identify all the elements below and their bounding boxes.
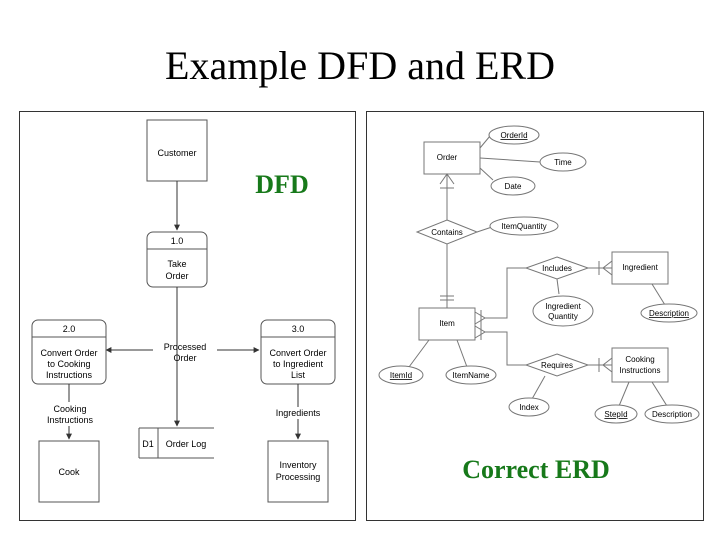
dfd-process-convert-ingredient: 3.0 Convert Order to Ingredient List [260, 319, 336, 385]
dfd-process-convert-ingredient-id: 3.0 [292, 324, 305, 334]
slide-title: Example DFD and ERD [165, 43, 555, 88]
dfd-process-take-order-line2: Order [165, 271, 188, 281]
erd-attr-time: Time [539, 152, 587, 172]
dfd-process-convert-cooking-id: 2.0 [63, 324, 76, 334]
erd-attr-date: Date [490, 176, 536, 196]
svg-text:ItemName: ItemName [453, 371, 490, 380]
erd-attr-index: Index [508, 397, 550, 417]
dfd-cook-label: Cook [58, 467, 80, 477]
erd-attr-item-quantity: ItemQuantity [489, 216, 559, 236]
svg-text:Description: Description [652, 410, 692, 419]
erd-diagram: Order OrderId Time Date Contains ItemQua… [378, 125, 700, 484]
svg-text:Order: Order [173, 353, 196, 363]
erd-entity-item: Item [418, 307, 476, 341]
dfd-process-take-order-id: 1.0 [171, 236, 184, 246]
svg-text:Processed: Processed [164, 342, 207, 352]
svg-text:Cooking: Cooking [625, 355, 654, 364]
dfd-process-convert-cooking: 2.0 Convert Order to Cooking Instruction… [31, 319, 107, 385]
erd-attr-order-id: OrderId [488, 125, 540, 145]
erd-entity-cooking-instructions: Cooking Instructions [611, 347, 669, 383]
svg-text:Instructions: Instructions [620, 366, 661, 375]
erd-rel-contains: Contains [415, 219, 479, 245]
svg-text:Contains: Contains [431, 228, 463, 237]
erd-entity-ingredient: Ingredient [611, 251, 669, 285]
dfd-label: DFD [255, 170, 308, 199]
dfd-process-convert-ingredient-line1: Convert Order [269, 348, 326, 358]
svg-text:Date: Date [505, 182, 522, 191]
erd-attr-description-ingredient: Description [640, 303, 698, 323]
dfd-inventory-line2: Processing [276, 472, 321, 482]
dfd-customer-label: Customer [157, 148, 196, 158]
dfd-datastore-id: D1 [142, 439, 154, 449]
dfd-cook-entity: Cook [38, 440, 100, 503]
svg-text:Index: Index [519, 403, 539, 412]
dfd-processed-order-label: Processed Order [164, 342, 207, 363]
svg-text:Quantity: Quantity [548, 312, 578, 321]
svg-text:Time: Time [554, 158, 572, 167]
erd-label: Correct ERD [462, 455, 610, 484]
dfd-customer-entity: Customer [146, 119, 208, 182]
dfd-inventory-entity: Inventory Processing [267, 440, 329, 503]
svg-text:Order: Order [437, 153, 458, 162]
svg-text:Requires: Requires [541, 361, 573, 370]
dfd-datastore-name: Order Log [166, 439, 207, 449]
svg-text:Ingredients: Ingredients [276, 408, 321, 418]
svg-text:Cooking: Cooking [53, 404, 86, 414]
svg-text:Ingredient: Ingredient [545, 302, 581, 311]
dfd-datastore-order-log: D1 Order Log [138, 427, 214, 459]
dfd-inventory-line1: Inventory [279, 460, 317, 470]
dfd-diagram: Customer 1.0 Take Order Processed Order … [31, 119, 336, 503]
dfd-process-convert-cooking-line3: Instructions [46, 370, 93, 380]
erd-attr-description-cooking: Description [644, 404, 700, 424]
erd-attr-item-id: ItemId [378, 365, 424, 385]
erd-attr-item-name: ItemName [445, 365, 497, 385]
svg-text:ItemQuantity: ItemQuantity [501, 222, 546, 231]
dfd-process-take-order-line1: Take [167, 259, 186, 269]
dfd-process-convert-cooking-line1: Convert Order [40, 348, 97, 358]
erd-rel-includes: Includes [524, 256, 590, 280]
svg-text:Ingredient: Ingredient [622, 263, 658, 272]
svg-text:Includes: Includes [542, 264, 572, 273]
svg-text:Item: Item [439, 319, 455, 328]
svg-text:Instructions: Instructions [47, 415, 94, 425]
svg-text:Description: Description [649, 309, 689, 318]
dfd-process-convert-ingredient-line2: to Ingredient [273, 359, 324, 369]
svg-text:StepId: StepId [604, 410, 627, 419]
erd-entity-order: Order [423, 141, 481, 175]
erd-panel: Order OrderId Time Date Contains ItemQua… [366, 111, 704, 521]
dfd-process-convert-cooking-line2: to Cooking [47, 359, 90, 369]
erd-attr-ingredient-quantity: Ingredient Quantity [532, 295, 594, 327]
dfd-process-take-order: 1.0 Take Order [146, 231, 208, 288]
dfd-ingredients-label: Ingredients [268, 407, 328, 419]
dfd-cooking-instructions-label: Cooking Instructions [40, 402, 100, 426]
svg-text:ItemId: ItemId [390, 371, 412, 380]
erd-attr-step-id: StepId [594, 404, 638, 424]
erd-rel-requires: Requires [524, 353, 590, 377]
dfd-process-convert-ingredient-line3: List [291, 370, 306, 380]
svg-text:OrderId: OrderId [500, 131, 527, 140]
dfd-panel: Customer 1.0 Take Order Processed Order … [19, 111, 356, 521]
